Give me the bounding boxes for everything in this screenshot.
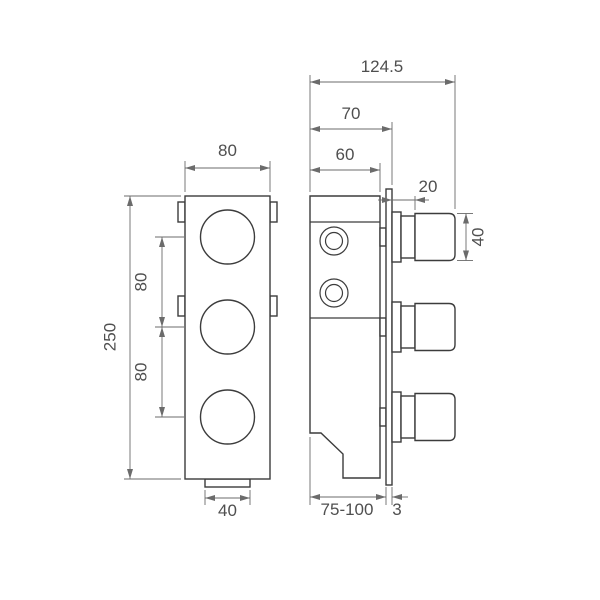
control-knob-bottom: [199, 389, 256, 445]
front-dimensions: 80 250 80 80 40: [101, 141, 271, 520]
control-knob-top: [199, 209, 256, 265]
dim-label-spacing-upper: 80: [132, 273, 151, 292]
wall-plate: [385, 188, 393, 486]
handle-knob: [414, 212, 456, 262]
dim-label-front-height: 250: [101, 323, 120, 351]
handle-side-top: [391, 211, 456, 263]
handle-flange: [391, 301, 402, 353]
inlet-port-inner: [324, 283, 344, 303]
spindle: [379, 317, 387, 337]
handle-collar: [400, 305, 416, 349]
handle-collar: [400, 395, 416, 439]
inlet-port-outer: [319, 278, 349, 308]
spindle: [379, 407, 387, 427]
handle-side-middle: [391, 301, 456, 353]
mounting-tab: [269, 295, 278, 317]
mounting-tab: [177, 201, 186, 223]
dim-label-plate-face-depth: 70: [342, 104, 361, 123]
handle-knob: [414, 392, 456, 442]
handle-side-bottom: [391, 391, 456, 443]
side-dimensions: 124.5 70 60 20 40 75-100: [309, 57, 488, 519]
bottom-tab: [204, 478, 251, 488]
mounting-tab: [269, 201, 278, 223]
handle-knob: [414, 302, 456, 352]
handle-flange: [391, 211, 402, 263]
side-view: 124.5 70 60 20 40 75-100: [309, 57, 488, 519]
dim-label-tab-width: 40: [218, 501, 237, 520]
mounting-tab: [177, 295, 186, 317]
handle-flange: [391, 391, 402, 443]
control-knob-middle: [199, 299, 256, 355]
dim-label-install-depth: 75-100: [321, 500, 374, 519]
dim-label-total-depth: 124.5: [361, 57, 404, 76]
dim-label-front-width: 80: [218, 141, 237, 160]
dim-label-spacing-lower: 80: [132, 363, 151, 382]
dim-label-collar-width: 20: [419, 177, 438, 196]
spindle: [379, 227, 387, 247]
dim-label-handle-diameter: 40: [469, 228, 488, 247]
front-view: 80 250 80 80 40: [101, 141, 278, 520]
inlet-port-outer: [319, 226, 349, 256]
dim-label-body-depth: 60: [336, 145, 355, 164]
handle-collar: [400, 215, 416, 259]
inlet-port-inner: [324, 231, 344, 251]
dim-label-plate-thickness: 3: [392, 500, 401, 519]
